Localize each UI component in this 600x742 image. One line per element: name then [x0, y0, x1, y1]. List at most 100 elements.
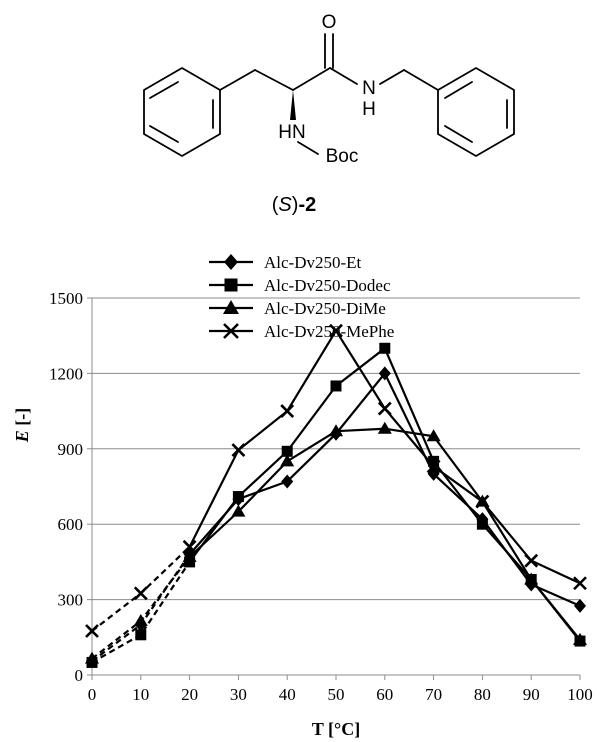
marker-x-stroke: [280, 404, 295, 419]
marker-x: [475, 494, 490, 509]
marker-x-stroke: [426, 459, 441, 474]
marker-diamond: [281, 474, 294, 489]
bond: [297, 141, 319, 155]
x-tick-label: 50: [328, 685, 345, 704]
marker-x-stroke: [475, 494, 490, 509]
legend-label: Alc-Dv250-Et: [264, 253, 362, 272]
x-tick-label: 70: [425, 685, 442, 704]
x-tick-label: 60: [376, 685, 393, 704]
marker-x-stroke: [182, 539, 197, 554]
marker-x: [223, 323, 239, 339]
marker-square: [281, 445, 293, 457]
marker-x-stroke: [133, 586, 148, 601]
marker-triangle: [524, 572, 539, 585]
axes: [87, 297, 581, 680]
marker-triangle: [426, 429, 441, 442]
marker-x-stroke: [85, 624, 99, 638]
marker-square: [232, 491, 244, 503]
marker-x: [377, 401, 392, 416]
x-tick-label: 10: [132, 685, 149, 704]
marker-x: [524, 553, 539, 568]
legend-label: Alc-Dv250-Dodec: [264, 276, 391, 295]
series-dashed-line: [91, 556, 191, 660]
marker-x-stroke: [223, 323, 239, 339]
line-chart: 0 300 600 900 1200 1500 0 10 20 30 40 50 60 70 80 90 10…: [49, 289, 593, 704]
x-tick-label: 80: [474, 685, 491, 704]
y-tick-label: 1200: [49, 364, 83, 383]
y-axis-label: E [-]: [12, 408, 32, 444]
marker-triangle: [231, 504, 246, 517]
marker-diamond: [574, 598, 586, 613]
marker-x-stroke: [231, 443, 246, 457]
y-tick-label: 900: [58, 440, 84, 459]
marker-square: [184, 556, 196, 568]
series-line: [188, 427, 581, 641]
right-ring-double-bond: [444, 125, 473, 143]
atom-boc: Boc: [326, 146, 359, 167]
y-tick-label: 600: [58, 515, 84, 534]
marker-diamond: [224, 254, 238, 270]
marker-x: [280, 404, 295, 419]
series-markers: [85, 323, 587, 669]
compound-label: (S)-2: [272, 194, 316, 216]
gridlines: [92, 297, 580, 601]
marker-triangle: [85, 651, 99, 664]
atom-oxygen: O: [322, 12, 337, 33]
bond: [254, 69, 294, 91]
marker-square: [379, 342, 391, 354]
legend-entry: Alc-Dv250-DiMe: [209, 299, 386, 318]
atom-nitrogen: N: [362, 78, 376, 99]
marker-x-stroke: [377, 401, 392, 416]
marker-triangle: [329, 424, 343, 437]
atom-hn: HN: [278, 122, 305, 143]
x-axis-label: T [°C]: [312, 719, 360, 739]
y-tick-label: 300: [58, 591, 84, 610]
marker-x-stroke: [573, 576, 587, 591]
marker-square: [224, 278, 238, 292]
left-benzene-ring: [143, 67, 221, 157]
bond: [379, 69, 405, 85]
y-tick-label: 1500: [49, 289, 83, 308]
bond: [403, 69, 439, 91]
marker-square: [476, 518, 488, 530]
legend-entry: Alc-Dv250-Et: [209, 253, 362, 272]
marker-triangle: [223, 300, 239, 314]
marker-square: [135, 629, 147, 641]
marker-x-stroke: [524, 553, 539, 568]
marker-triangle: [133, 613, 148, 626]
x-tick-label: 40: [279, 685, 296, 704]
marker-x: [85, 624, 99, 638]
stereo-wedge-bond: [290, 90, 296, 120]
chemical-structure: [143, 33, 515, 157]
legend-entry: Alc-Dv250-MePhe: [209, 322, 394, 341]
marker-x-stroke: [329, 323, 343, 338]
x-tick-label: 0: [88, 685, 97, 704]
marker-triangle: [280, 454, 295, 467]
x-tick-label: 90: [523, 685, 540, 704]
series-dashed-line: [91, 561, 191, 664]
marker-square: [428, 455, 440, 467]
bond: [292, 67, 331, 91]
marker-triangle: [182, 549, 197, 562]
legend-label: Alc-Dv250-DiMe: [264, 299, 386, 318]
marker-square: [330, 380, 342, 392]
left-ring-double-bond: [149, 81, 179, 99]
bond: [219, 69, 256, 91]
y-tick-labels: 0 300 600 900 1200 1500: [49, 289, 83, 685]
right-benzene-ring: [437, 67, 515, 157]
chart-legend: Alc-Dv250-EtAlc-Dv250-DodecAlc-Dv250-DiM…: [209, 253, 394, 341]
right-ring-double-bond: [444, 81, 473, 99]
x-tick-labels: 0 10 20 30 40 50 60 70 80 90 100: [88, 685, 593, 704]
atom-hydrogen: H: [362, 99, 376, 120]
marker-diamond: [378, 366, 391, 381]
bond: [329, 67, 358, 85]
x-tick-label: 30: [230, 685, 247, 704]
marker-triangle: [573, 632, 587, 645]
x-tick-label: 20: [181, 685, 198, 704]
x-tick-label: 100: [567, 685, 593, 704]
marker-x: [329, 323, 343, 338]
legend-label: Alc-Dv250-MePhe: [264, 322, 394, 341]
legend-entry: Alc-Dv250-Dodec: [209, 276, 391, 295]
y-tick-label: 0: [75, 666, 84, 685]
